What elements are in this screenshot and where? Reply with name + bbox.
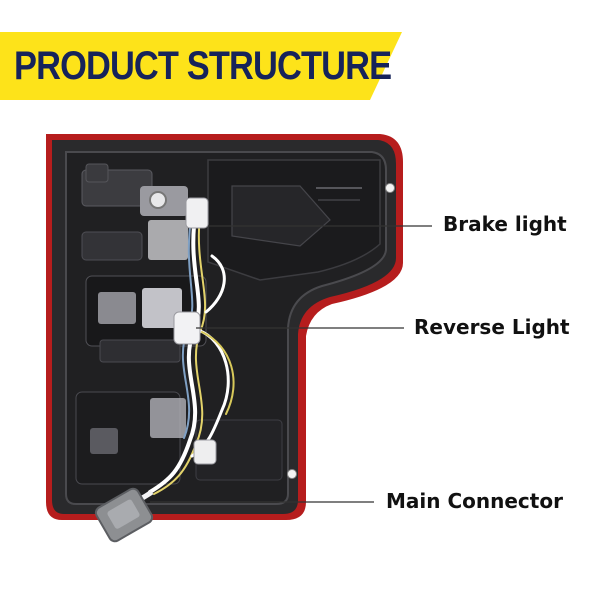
main-connector bbox=[94, 487, 154, 543]
reverse-reflector-left bbox=[98, 292, 136, 324]
lower-socket bbox=[90, 428, 118, 454]
clip-bottom bbox=[193, 439, 217, 465]
callout-reverse-light: Reverse Light bbox=[414, 315, 570, 339]
reflector-bottom bbox=[150, 398, 186, 438]
reflector-top bbox=[148, 220, 188, 260]
mount-stud-top bbox=[385, 183, 395, 193]
bulb-top bbox=[149, 191, 167, 209]
mount-block bbox=[85, 163, 109, 183]
title-banner bbox=[0, 32, 402, 100]
banner-title: PRODUCT STRUCTURE bbox=[14, 44, 392, 88]
clip-top bbox=[185, 197, 209, 229]
callout-brake-light: Brake light bbox=[443, 212, 567, 236]
mount-stud-bottom bbox=[287, 469, 297, 479]
callout-main-connector: Main Connector bbox=[386, 489, 563, 513]
cell-2 bbox=[81, 231, 143, 261]
banner-background bbox=[0, 32, 402, 100]
reverse-reflector-mid bbox=[142, 288, 182, 328]
cell-3 bbox=[99, 339, 181, 363]
brake-chamber-ridge bbox=[231, 185, 331, 247]
